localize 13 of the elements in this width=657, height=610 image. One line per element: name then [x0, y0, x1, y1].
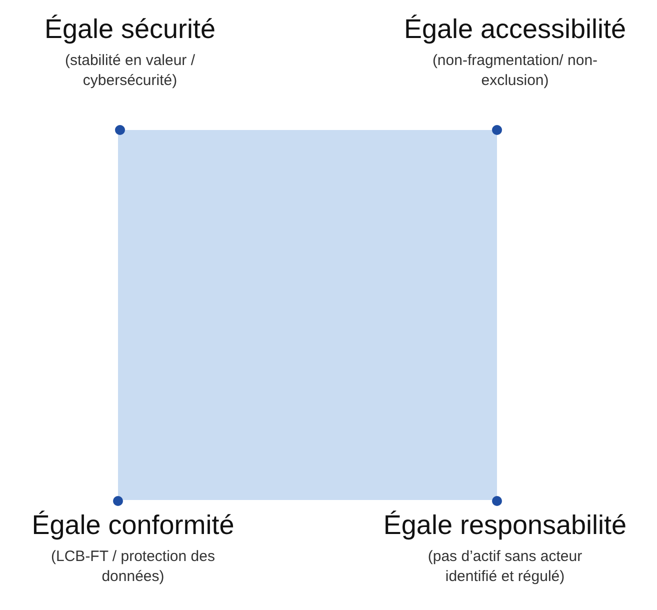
corner-dot — [492, 496, 502, 506]
corner-heading: Égale sécurité — [43, 14, 217, 45]
square-area — [118, 130, 497, 500]
corner-dot — [113, 496, 123, 506]
corner-heading: Égale accessibilité — [402, 14, 628, 45]
corner-note: (LCB-FT / protection des données) — [50, 547, 216, 588]
corner-dot — [115, 125, 125, 135]
corner-heading: Égale responsabilité — [382, 510, 628, 541]
corner-note: (non-fragmentation/ non-exclusion) — [431, 51, 599, 92]
corner-dot — [492, 125, 502, 135]
corner-heading: Égale conformité — [30, 510, 236, 541]
corner-note: (stabilité en valeur / cybersécurité) — [64, 51, 196, 92]
corner-note: (pas d’actif sans acteur identifié et régulé) — [426, 547, 584, 588]
